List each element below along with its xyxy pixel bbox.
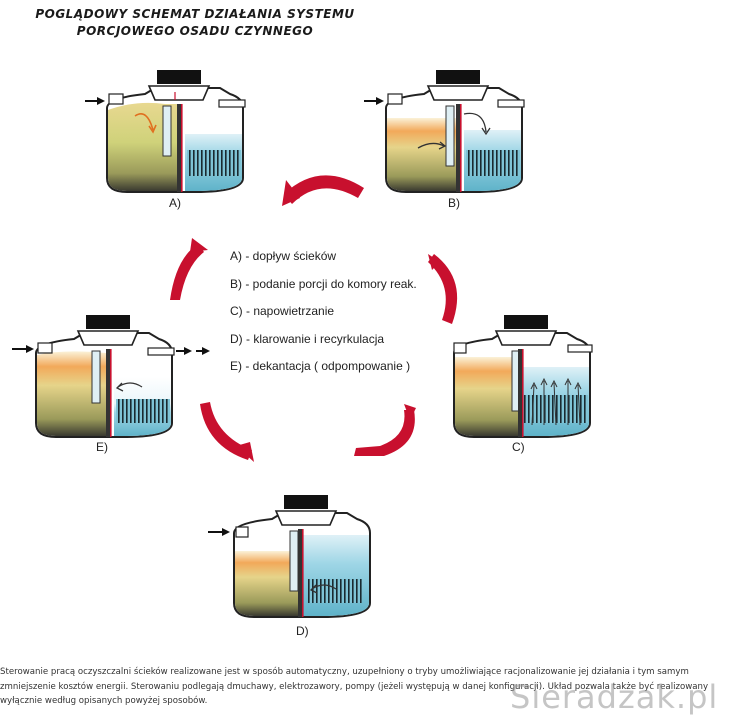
stage-legend: A) - dopływ ścieków B) - podanie porcji …	[230, 248, 440, 386]
title-line-2: PORCJOWEGO OSADU CZYNNEGO	[76, 24, 314, 38]
process-diagram	[12, 70, 593, 618]
tank-d	[208, 495, 371, 618]
cycle-arrow-c-to-d	[354, 410, 415, 456]
tank-label-b: B)	[448, 196, 460, 210]
footer-text: Sterowanie pracą oczyszczalni ścieków re…	[0, 667, 709, 706]
tank-e	[12, 315, 210, 438]
cycle-arrow-b-to-c	[428, 254, 458, 324]
tank-c	[453, 315, 593, 438]
legend-item-d: D) - klarowanie i recyrkulacja	[230, 331, 385, 346]
cycle-arrow-a-to-b	[284, 175, 364, 204]
tank-label-d: D)	[296, 624, 309, 638]
cycle-arrow-e-to-a	[170, 244, 204, 300]
tank-label-c: C)	[512, 440, 525, 454]
legend-item-a: A) - dopływ ścieków	[230, 249, 337, 263]
tank-a	[85, 70, 246, 193]
tank-label-e: E)	[96, 440, 108, 454]
diagram-title: POGLĄDOWY SCHEMAT DZIAŁANIA SYSTEMU PORC…	[30, 6, 360, 40]
tank-b	[364, 70, 525, 193]
legend-item-c: C) - napowietrzanie	[230, 304, 335, 318]
tank-label-a: A)	[169, 196, 181, 210]
cycle-arrows	[170, 175, 458, 462]
footer-description: Sterowanie pracą oczyszczalni ścieków re…	[0, 665, 728, 709]
legend-item-e: E) - dekantacja ( odpompowanie )	[230, 359, 411, 373]
legend-item-b: B) - podanie porcji do komory reak.	[230, 276, 417, 291]
title-line-1: POGLĄDOWY SCHEMAT DZIAŁANIA SYSTEMU	[35, 7, 355, 21]
